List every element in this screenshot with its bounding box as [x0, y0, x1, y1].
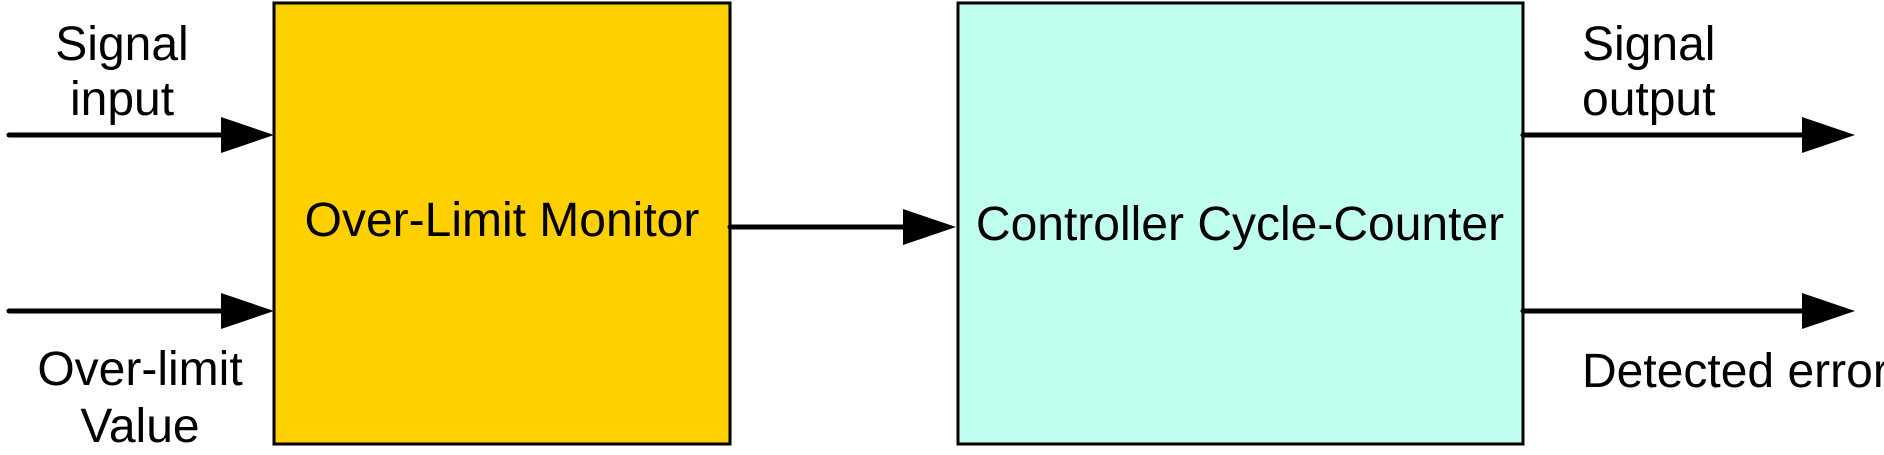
over-limit-monitor-label: Over-Limit Monitor: [305, 194, 700, 247]
signal-input-label-line2: input: [70, 73, 174, 126]
over-limit-value-label-line2: Value: [80, 400, 199, 453]
signal-input-label-line1: Signal: [55, 18, 188, 71]
monitor-to-counter-arrow: [727, 209, 956, 245]
signal-input-arrow: [6, 117, 274, 153]
controller-cycle-counter-label: Controller Cycle-Counter: [976, 198, 1504, 251]
signal-output-label-line1: Signal: [1582, 18, 1715, 71]
detected-error-label: Detected error: [1582, 345, 1884, 398]
over-limit-value-label-line1: Over-limit: [37, 343, 242, 396]
signal-output-label-line2: output: [1582, 73, 1715, 126]
detected-error-arrow: [1520, 293, 1855, 329]
signal-output-arrow: [1520, 117, 1855, 153]
over-limit-value-arrow: [6, 293, 274, 329]
over-limit-monitor-block: [272, 1, 732, 446]
controller-cycle-counter-block: [956, 1, 1525, 446]
